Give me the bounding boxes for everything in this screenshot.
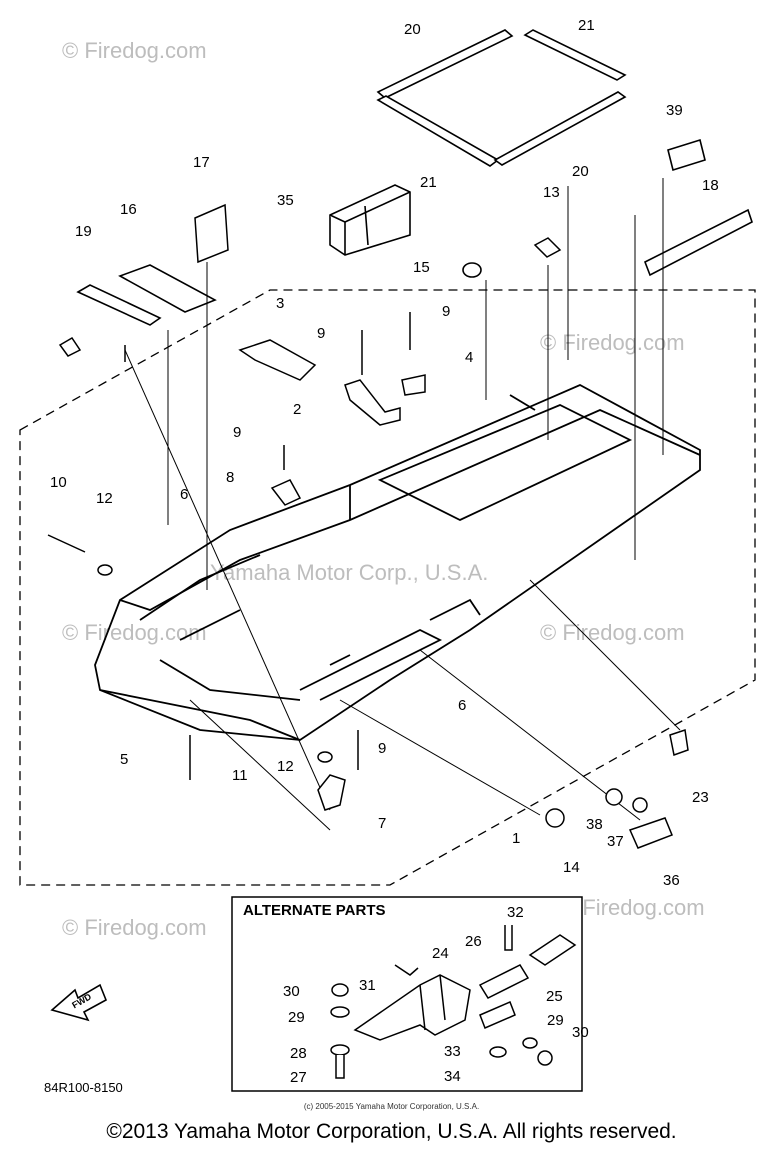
callout: 18 (702, 177, 719, 194)
alternate-parts: ALTERNATE PARTS 24 25 26 27 28 29 29 (231, 896, 589, 1092)
alternate-parts-callouts: 24 25 26 27 28 29 29 30 30 31 32 33 34 (283, 904, 589, 1086)
callout: 15 (413, 259, 430, 276)
part-18-strip (643, 208, 753, 277)
part-15 (462, 262, 482, 278)
callout: 36 (663, 872, 680, 889)
callout: 11 (232, 767, 248, 784)
callout: 14 (563, 859, 580, 876)
callout: 6 (458, 697, 466, 714)
callout: 5 (120, 751, 128, 768)
callout: 21 (578, 17, 595, 34)
callout: 29 (547, 1012, 564, 1029)
callout: 26 (465, 933, 482, 950)
watermark-bottom-left: © Firedog.com (62, 915, 207, 940)
callout: 9 (233, 424, 241, 441)
part-13 (533, 237, 562, 258)
callout: 20 (404, 21, 421, 38)
part-16 (118, 264, 217, 313)
callout: 30 (572, 1024, 589, 1041)
dashed-boundary (19, 289, 756, 886)
alternate-parts-title: ALTERNATE PARTS (243, 902, 386, 919)
callout: 31 (359, 977, 376, 994)
callout: 4 (465, 349, 473, 366)
callout: 9 (442, 303, 450, 320)
callout: 38 (586, 816, 603, 833)
small-copyright: (c) 2005-2015 Yamaha Motor Corporation, … (303, 1102, 480, 1111)
part-39 (667, 138, 706, 172)
callout: 8 (226, 469, 234, 486)
watermark-right-top: © Firedog.com (540, 330, 685, 355)
fwd-arrow-icon: FWD (50, 983, 108, 1022)
leader-lines (124, 178, 681, 831)
callout: 23 (692, 789, 709, 806)
callout: 21 (420, 174, 437, 191)
diagram-code: 84R100-8150 (44, 1080, 123, 1095)
alternate-parts-drawing (330, 925, 577, 1079)
part-17-sheet (194, 203, 229, 264)
hardware (58, 336, 689, 849)
copyright-footer: ©2013 Yamaha Motor Corporation, U.S.A. A… (106, 1120, 677, 1143)
callouts-right: 35 36 37 38 39 (277, 102, 683, 889)
callout: 32 (507, 904, 524, 921)
watermark-top: © Firedog.com (62, 38, 207, 63)
seat-pads (376, 29, 627, 167)
callout: 39 (666, 102, 683, 119)
parts-diagram: © Firedog.com © Firedog.com © Firedog.co… (19, 17, 756, 1092)
callout: 34 (444, 1068, 461, 1085)
part-19 (76, 284, 162, 326)
callout: 9 (317, 325, 325, 342)
rivets (47, 312, 411, 780)
callout: 13 (543, 184, 560, 201)
callout: 37 (607, 833, 624, 850)
watermark-center: Yamaha Motor Corp., U.S.A. (210, 560, 488, 585)
watermark-right: © Firedog.com (540, 620, 685, 645)
callout: 17 (193, 154, 210, 171)
callout: 6 (180, 486, 188, 503)
callout: 2 (293, 401, 301, 418)
callout: 27 (290, 1069, 307, 1086)
callout: 19 (75, 223, 92, 240)
callout: 33 (444, 1043, 461, 1060)
callout: 12 (96, 490, 113, 507)
callout: 25 (546, 988, 563, 1005)
callout: 24 (432, 945, 449, 962)
callout: 1 (512, 830, 520, 847)
callout: 10 (50, 474, 67, 491)
callout: 9 (378, 740, 386, 757)
callouts: 1 2 3 4 5 6 6 7 8 9 9 9 9 10 11 12 12 13… (50, 17, 719, 876)
callout: 7 (378, 815, 386, 832)
part-35-box (329, 184, 411, 256)
watermark-bottom-right: © Firedog.com (560, 895, 705, 920)
callout: 3 (276, 295, 284, 312)
callout: 28 (290, 1045, 307, 1062)
callout: 16 (120, 201, 137, 218)
callout: 30 (283, 983, 300, 1000)
chassis (94, 383, 701, 741)
callout: 12 (277, 758, 294, 775)
callout: 20 (572, 163, 589, 180)
callout: 35 (277, 192, 294, 209)
callout: 29 (288, 1009, 305, 1026)
watermark-left: © Firedog.com (62, 620, 207, 645)
